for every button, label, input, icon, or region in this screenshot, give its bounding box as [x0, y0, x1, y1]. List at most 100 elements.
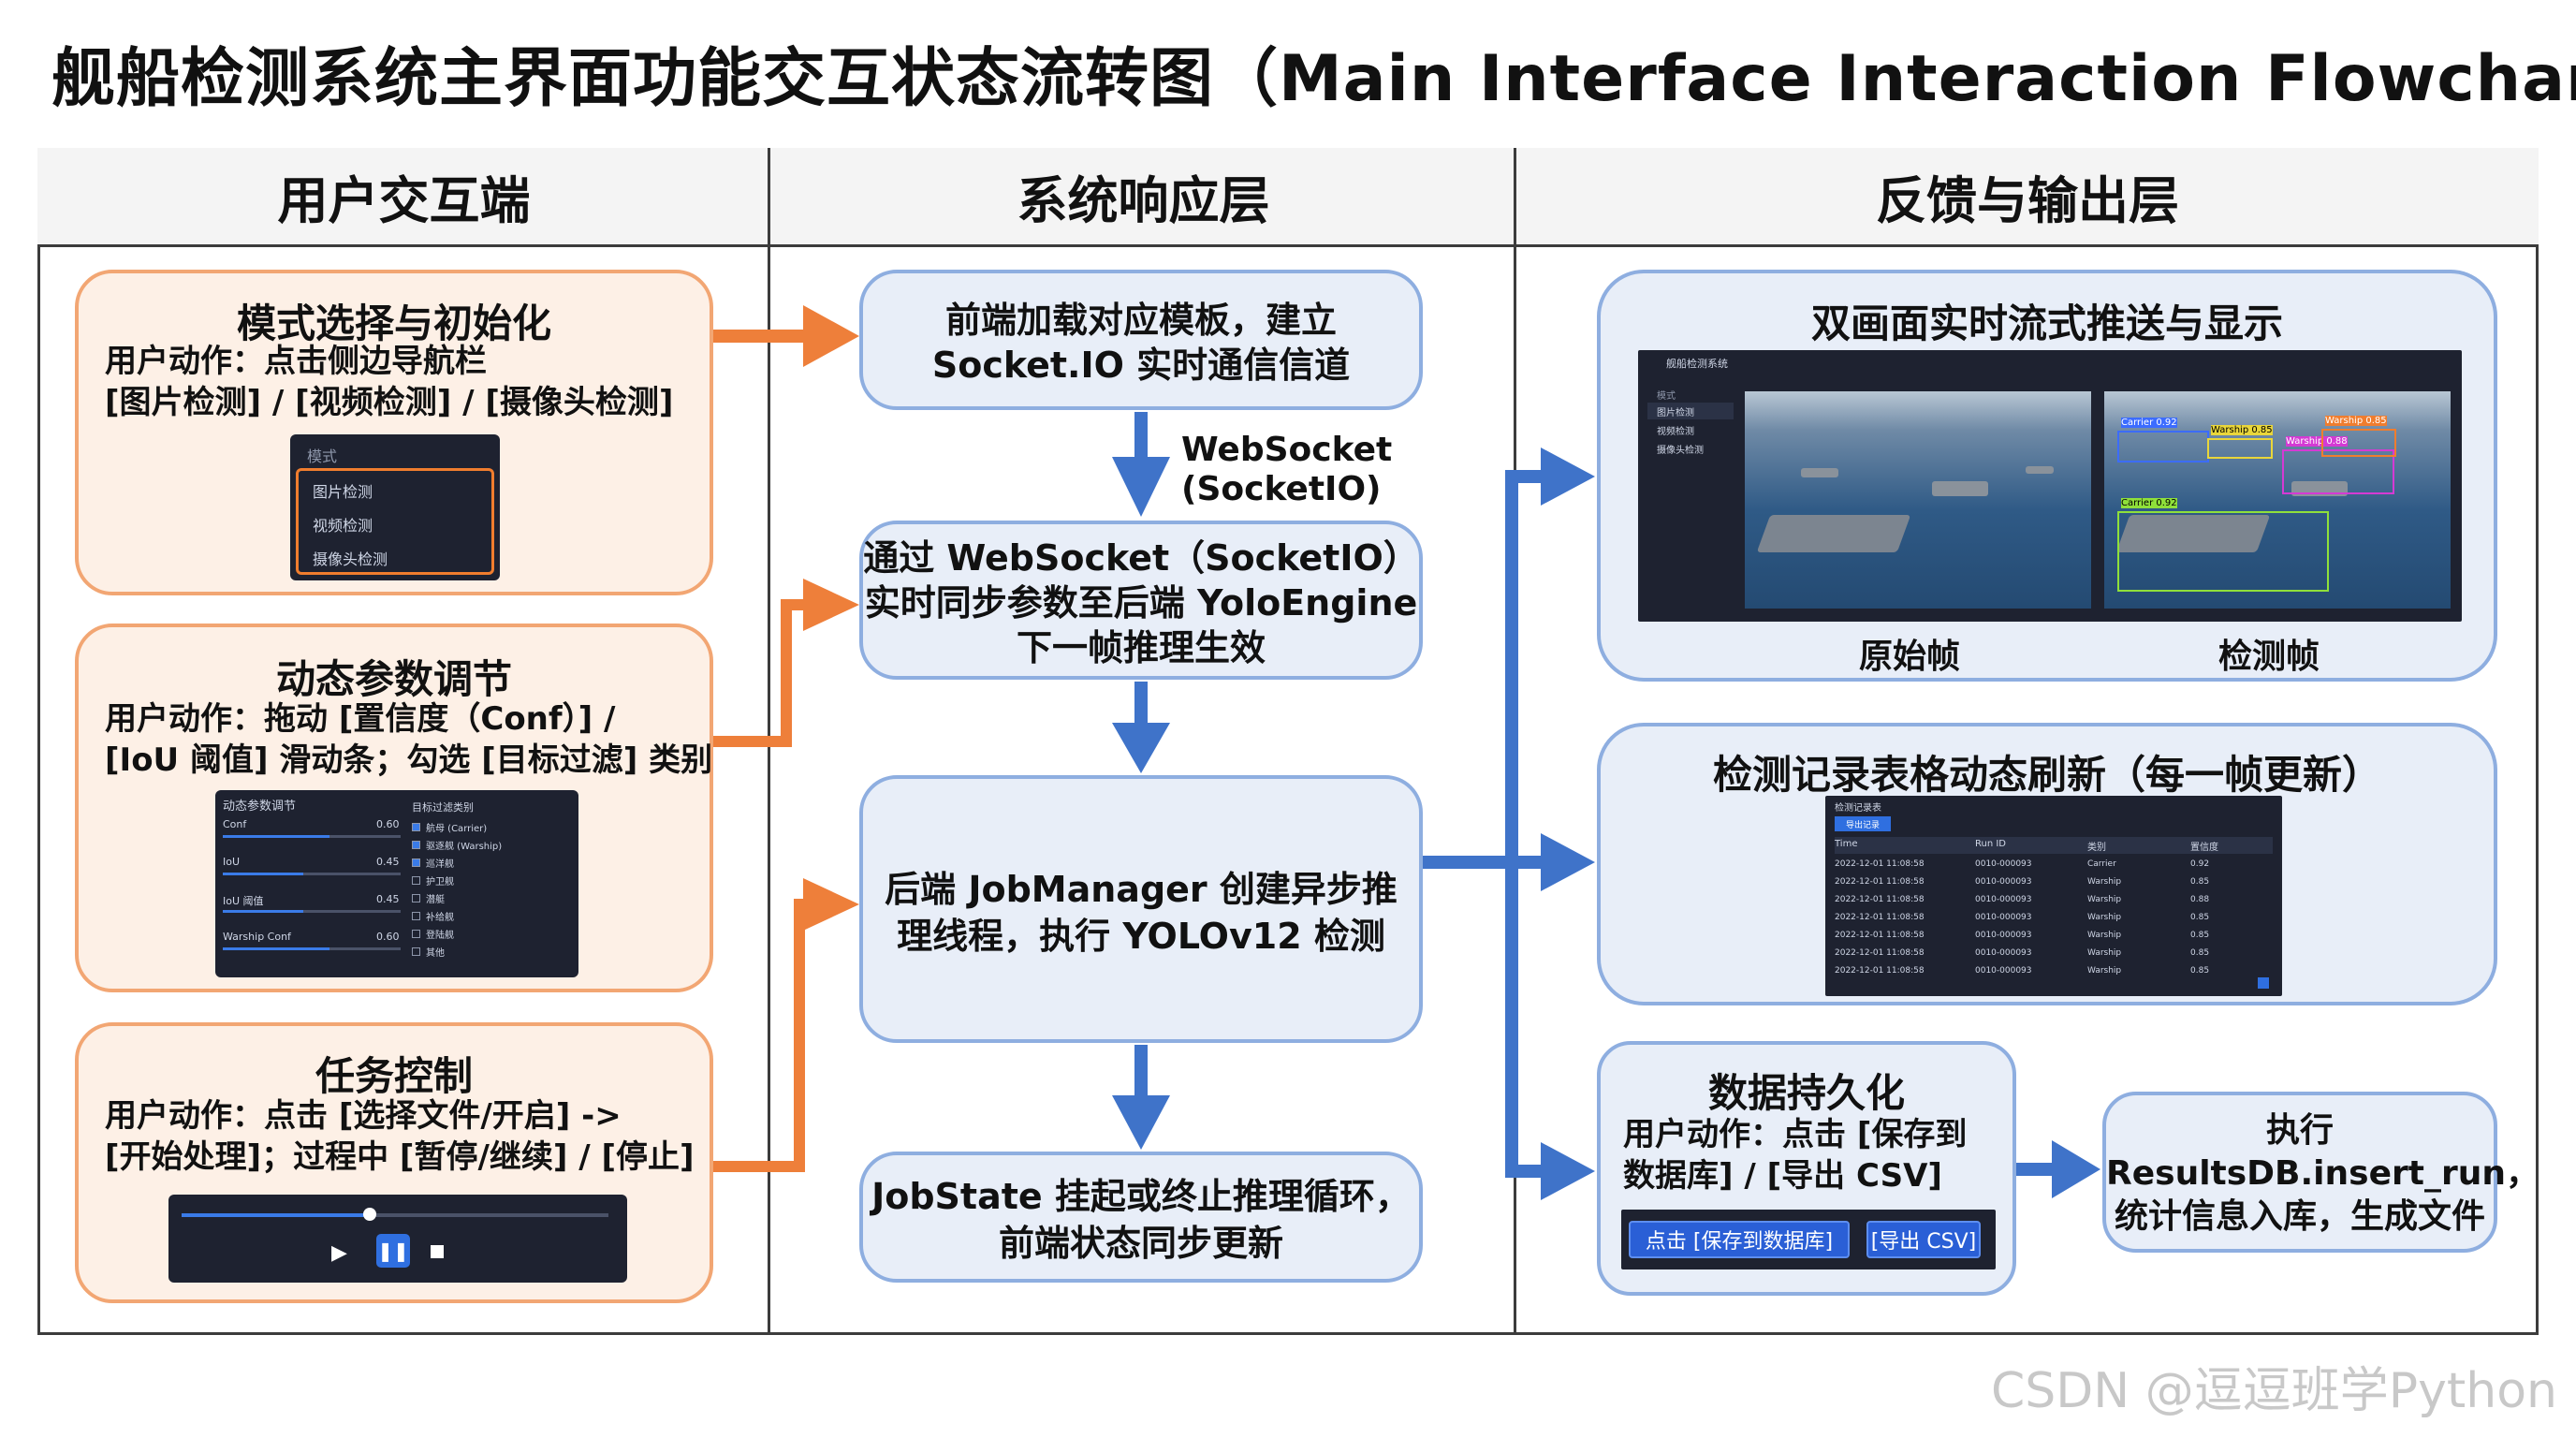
- websocket-label: WebSocket: [1181, 431, 1393, 469]
- player-mockup: ▶ ❚❚: [168, 1195, 627, 1283]
- slider-track[interactable]: [223, 947, 401, 950]
- params-card: 动态参数调节 用户动作：拖动 [置信度（Conf）] / [IoU 阈值] 滑动…: [75, 624, 713, 992]
- filter-label: 其他: [426, 948, 445, 959]
- table-cell: 0.85: [2190, 966, 2210, 976]
- warship-shape: [1801, 468, 1838, 477]
- export-csv-button[interactable]: [导出 CSV]: [1866, 1221, 1981, 1258]
- checkbox-icon[interactable]: [412, 912, 420, 920]
- column-header-user: 用户交互端: [37, 148, 770, 247]
- slider-track[interactable]: [223, 910, 401, 913]
- table-cell: 2022-12-01 11:08:58: [1835, 931, 1925, 940]
- watermark: CSDN @逗逗班学Python: [1990, 1363, 2557, 1419]
- checkbox-icon[interactable]: [412, 858, 420, 867]
- system-sync-line1: 通过 WebSocket（SocketIO）: [863, 537, 1419, 579]
- arrow-head-icon: [2052, 1140, 2100, 1198]
- exec-line2: ResultsDB.insert_run，: [2106, 1154, 2539, 1193]
- filter-checkbox-item[interactable]: 补给舰: [412, 907, 502, 925]
- checkbox-icon[interactable]: [412, 947, 420, 956]
- nav-item-camera[interactable]: 摄像头检测: [313, 550, 388, 568]
- system-state-line2: 前端状态同步更新: [998, 1223, 1283, 1264]
- exec-card: 执行 ResultsDB.insert_run， 统计信息入库，生成文件: [2102, 1092, 2539, 1253]
- filter-label: 护卫舰: [426, 877, 454, 888]
- nav-item-video[interactable]: 视频检测: [313, 517, 373, 535]
- table-cell: 2022-12-01 11:08:58: [1835, 948, 1925, 958]
- detection-box: Warship 0.85: [2207, 425, 2273, 459]
- save-to-db-button[interactable]: 点击 [保存到数据库]: [1629, 1221, 1850, 1258]
- persist-card: 数据持久化 用户动作：点击 [保存到 数据库] / [导出 CSV] 点击 [保…: [1597, 1041, 2016, 1296]
- slider-track[interactable]: [223, 835, 401, 838]
- checkbox-icon[interactable]: [412, 876, 420, 885]
- checkbox-icon[interactable]: [412, 841, 420, 849]
- table-column-header[interactable]: Time: [1835, 839, 1858, 849]
- table-cell: 0010-000093: [1975, 877, 2032, 887]
- filter-label: 补给舰: [426, 913, 454, 923]
- task-control-card: 任务控制 用户动作：点击 [选择文件/开启] -> [开始处理]；过程中 [暂停…: [75, 1022, 713, 1303]
- checkbox-icon[interactable]: [412, 930, 420, 938]
- system-init-box: 前端加载对应模板，建立 Socket.IO 实时通信信道: [859, 270, 1423, 410]
- arrow-head-icon: [1112, 457, 1170, 517]
- params-card-title: 动态参数调节: [275, 656, 512, 702]
- app-sidebar-item[interactable]: 摄像头检测: [1657, 446, 1704, 456]
- blue-arrows: [1112, 412, 2100, 1200]
- filter-checkbox-item[interactable]: 其他: [412, 943, 502, 961]
- warship-shape: [2026, 466, 2054, 474]
- slider-value-iou: 0.45: [376, 856, 400, 868]
- nav-item-image[interactable]: 图片检测: [313, 483, 373, 501]
- progress-fill: [182, 1213, 370, 1217]
- table-cell: Warship: [2087, 913, 2122, 922]
- table-column-header[interactable]: 类别: [2087, 843, 2106, 853]
- table-column-header[interactable]: Run ID: [1975, 839, 2007, 849]
- filter-checkbox-item[interactable]: 潜艇: [412, 889, 502, 907]
- task-card-title: 任务控制: [315, 1053, 473, 1099]
- stream-card: 双画面实时流式推送与显示 舰船检测系统 模式 图片检测 视频检测 摄像头检测 C…: [1597, 270, 2497, 682]
- progress-track[interactable]: [182, 1213, 608, 1217]
- detection-frame-label: 检测帧: [2217, 638, 2320, 676]
- table-header-row: [1835, 837, 2273, 854]
- play-icon[interactable]: ▶: [331, 1241, 347, 1265]
- pause-icon[interactable]: ❚❚: [376, 1234, 410, 1268]
- slider-label-warship: Warship Conf: [223, 931, 291, 943]
- app-sidebar-item[interactable]: 图片检测: [1657, 408, 1694, 418]
- app-sidebar-active: [1647, 403, 1734, 419]
- slider-value-warship: 0.60: [376, 931, 400, 943]
- pagination-current[interactable]: [2258, 977, 2269, 989]
- filter-checkbox-item[interactable]: 护卫舰: [412, 872, 502, 889]
- arrow-head-icon: [1541, 1142, 1595, 1200]
- slider-label-iou-threshold: IoU 阈值: [223, 895, 264, 907]
- filter-checkbox-item[interactable]: 航母 (Carrier): [412, 818, 502, 836]
- table-column-header[interactable]: 置信度: [2190, 843, 2218, 853]
- column-header-system: 系统响应层: [770, 148, 1516, 247]
- export-records-button[interactable]: 导出记录: [1835, 816, 1891, 831]
- mode-card-line2: [图片检测] / [视频检测] / [摄像头检测]: [105, 384, 674, 421]
- table-cell: 0010-000093: [1975, 966, 2032, 976]
- exec-line3: 统计信息入库，生成文件: [2114, 1197, 2485, 1236]
- arrow-head-icon: [803, 305, 859, 367]
- arrow-head-icon: [803, 878, 859, 931]
- mode-card-line1: 用户动作：点击侧边导航栏: [105, 343, 487, 380]
- table-cell: Carrier: [2087, 859, 2116, 869]
- exec-line1: 执行: [2265, 1111, 2334, 1150]
- filter-checkbox-item[interactable]: 驱逐舰 (Warship): [412, 836, 502, 854]
- table-cell: 2022-12-01 11:08:58: [1835, 913, 1925, 922]
- persist-buttons-mockup: 点击 [保存到数据库] [导出 CSV]: [1621, 1210, 1996, 1269]
- progress-handle[interactable]: [363, 1208, 376, 1221]
- checkbox-icon[interactable]: [412, 894, 420, 902]
- filter-label: 巡洋舰: [426, 859, 454, 870]
- checkbox-icon[interactable]: [412, 823, 420, 831]
- table-cell: Warship: [2087, 966, 2122, 976]
- app-sidebar-item[interactable]: 视频检测: [1657, 427, 1694, 437]
- slider-track[interactable]: [223, 873, 401, 875]
- stop-icon[interactable]: [431, 1245, 444, 1258]
- table-cell: 2022-12-01 11:08:58: [1835, 877, 1925, 887]
- params-panel-title: 动态参数调节: [223, 800, 297, 814]
- filter-checkbox-item[interactable]: 登陆舰: [412, 925, 502, 943]
- filter-checkbox-item[interactable]: 巡洋舰: [412, 854, 502, 872]
- system-sync-line3: 下一帧推理生效: [1016, 627, 1266, 668]
- table-cell: 0.85: [2190, 877, 2210, 887]
